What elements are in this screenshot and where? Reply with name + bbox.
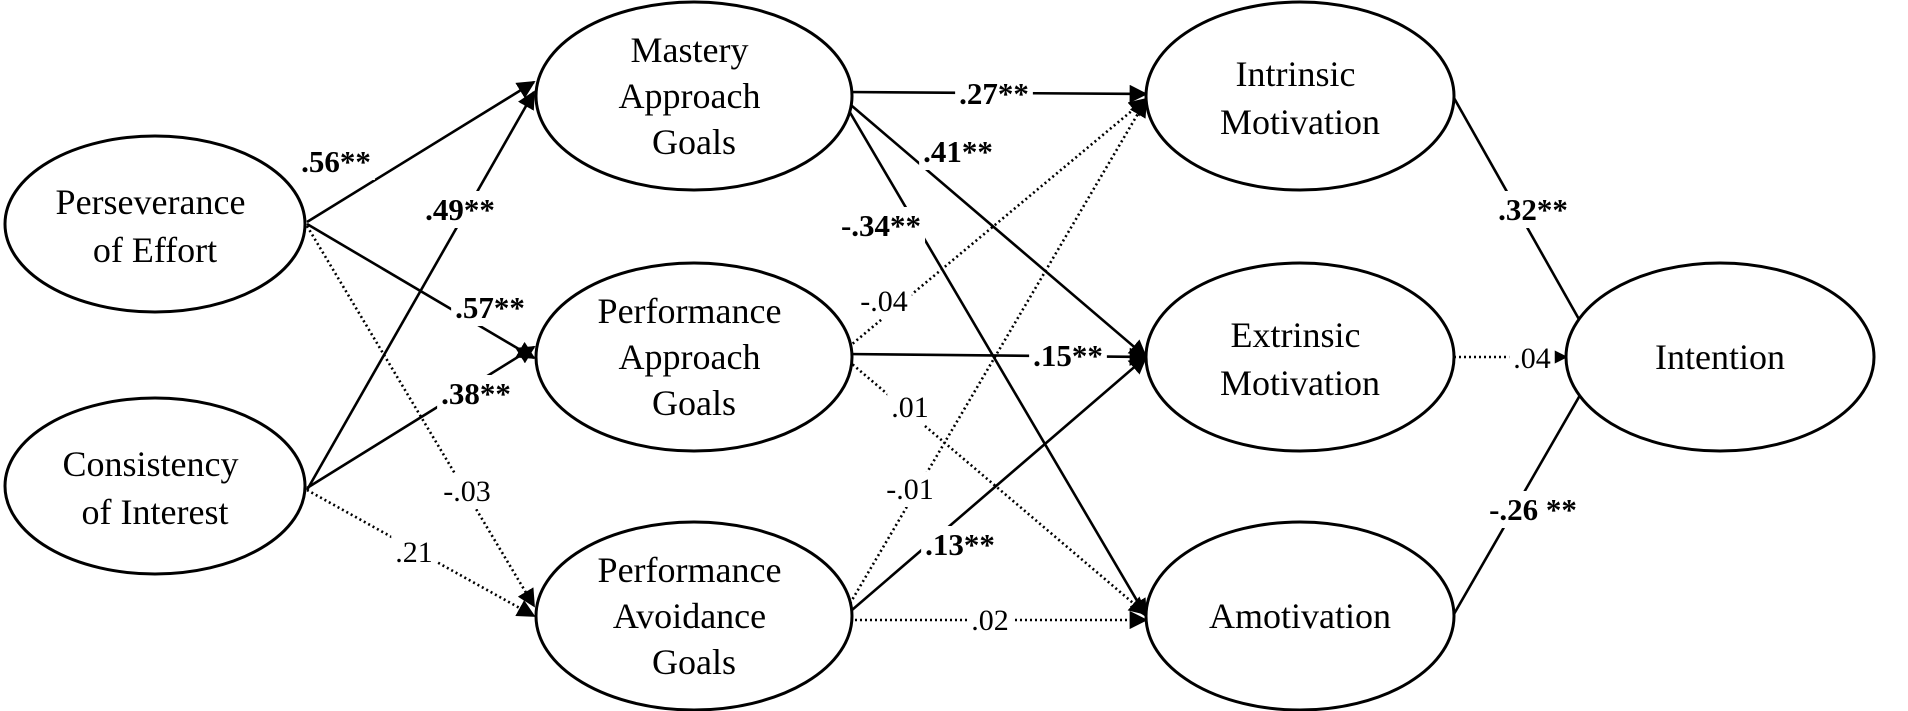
- node-intrinsic-motivation: Intrinsic Motivation: [1144, 0, 1456, 192]
- coef-background: [836, 207, 926, 244]
- coef-perseverance-to-performance-avoidance: -.03: [443, 475, 491, 508]
- node-consistency-line-1: Consistency: [63, 444, 239, 484]
- path-perseverance-to-mastery-approach: [306, 80, 536, 224]
- coef-consistency-to-performance-approach: .38**: [441, 376, 511, 411]
- path-perseverance-to-performance-approach: [306, 222, 536, 360]
- coef-extrinsic-to-intention: .04: [1513, 342, 1551, 375]
- coef-mastery-approach-to-extrinsic: .41**: [923, 134, 993, 169]
- coef-background: [1494, 191, 1572, 228]
- node-perseverance: Perseverance of Effort: [3, 134, 307, 314]
- node-mastery-approach: Mastery Approach Goals: [534, 0, 854, 192]
- coef-background: [297, 143, 375, 180]
- node-intrinsic-line-2: Motivation: [1220, 102, 1380, 142]
- svg-text:Performance Avoidance: Performance Avoidance Goals: [598, 550, 791, 682]
- coef-background: [882, 472, 938, 507]
- coef-performance-approach-to-intrinsic: -.04: [860, 285, 908, 318]
- coef-performance-avoidance-to-amotivation: .02: [971, 604, 1009, 637]
- node-performance-approach: Performance Approach Goals: [534, 261, 854, 453]
- coef-amotivation-to-intention: -.26 **: [1489, 492, 1577, 527]
- coef-consistency-to-mastery-approach: .49**: [425, 192, 495, 227]
- node-intention: Intention: [1564, 261, 1876, 453]
- node-extrinsic-line-2: Motivation: [1220, 363, 1380, 403]
- coef-background: [921, 526, 999, 563]
- coef-consistency-to-performance-avoidance: .21: [395, 536, 433, 569]
- coef-background: [391, 535, 437, 570]
- svg-text:Extrinsic Motivation: Extrinsic Motivation: [1220, 315, 1380, 403]
- path-mastery-approach-to-amotivation: [843, 103, 1148, 618]
- node-extrinsic-motivation: Extrinsic Motivation: [1144, 261, 1456, 453]
- node-performance-approach-line-1: Performance: [598, 291, 782, 331]
- coef-intrinsic-to-intention: .32**: [1498, 192, 1568, 227]
- node-mastery-approach-line-3: Goals: [652, 122, 736, 162]
- node-performance-avoidance-line-2: Avoidance: [613, 596, 766, 636]
- coef-perseverance-to-performance-approach: .57**: [455, 290, 525, 325]
- svg-text:Amotivation: Amotivation: [1209, 596, 1391, 636]
- coef-background: [887, 390, 933, 425]
- coef-background: [437, 375, 515, 412]
- node-intention-line-1: Intention: [1655, 337, 1785, 377]
- node-performance-avoidance-line-1: Performance: [598, 550, 782, 590]
- coef-performance-avoidance-to-extrinsic: .13**: [925, 527, 995, 562]
- svg-text:Intrinsic Motivation: Intrinsic Motivation: [1220, 54, 1380, 142]
- path-performance-avoidance-to-intrinsic: [843, 98, 1148, 613]
- node-consistency: Consistency of Interest: [3, 396, 307, 576]
- node-perseverance-line-2: of Effort: [93, 230, 217, 270]
- node-extrinsic-line-1: Extrinsic: [1231, 315, 1361, 355]
- coef-mastery-approach-to-amotivation: -.34**: [841, 208, 921, 243]
- node-performance-avoidance-line-3: Goals: [652, 642, 736, 682]
- coef-background: [451, 289, 529, 326]
- coef-background: [1485, 491, 1581, 528]
- coef-background: [421, 191, 499, 228]
- coef-background: [919, 133, 997, 170]
- svg-text:Intention: Intention: [1655, 337, 1785, 377]
- coef-mastery-approach-to-intrinsic: .27**: [959, 76, 1029, 111]
- coef-background: [439, 474, 495, 509]
- node-performance-avoidance: Performance Avoidance Goals: [534, 520, 854, 711]
- node-performance-approach-line-3: Goals: [652, 383, 736, 423]
- path-perseverance-to-performance-avoidance: [305, 225, 536, 608]
- coef-background: [856, 284, 912, 319]
- coef-background: [955, 75, 1033, 112]
- svg-text:Performance Approach: Performance Approach Goals: [598, 291, 791, 423]
- node-amotivation-line-1: Amotivation: [1209, 596, 1391, 636]
- node-mastery-approach-line-1: Mastery: [631, 30, 749, 70]
- node-consistency-line-2: of Interest: [82, 492, 229, 532]
- node-mastery-approach-line-2: Approach: [619, 76, 761, 116]
- svg-text:Consistency of Interest: Consistency of Interest: [63, 444, 248, 532]
- coef-perseverance-to-mastery-approach: .56**: [301, 144, 371, 179]
- path-mastery-approach-to-extrinsic: [844, 99, 1148, 359]
- svg-text:Perseverance of Effort: Perseverance of Effort: [56, 182, 255, 270]
- svg-text:Mastery Approach G: Mastery Approach Goals: [619, 30, 770, 162]
- coef-performance-avoidance-to-intrinsic: -.01: [886, 473, 934, 506]
- coefficients-layer: .56** .49** .57** .38** -.03 .21 .27** .41** -.3…: [297, 75, 1581, 638]
- node-amotivation: Amotivation: [1144, 520, 1456, 711]
- node-perseverance-line-1: Perseverance: [56, 182, 246, 222]
- path-consistency-to-performance-approach: [306, 345, 536, 490]
- path-intrinsic-to-intention: [1452, 97, 1604, 362]
- path-amotivation-to-intention: [1452, 355, 1604, 615]
- coef-performance-approach-to-amotivation: .01: [891, 391, 929, 424]
- path-performance-avoidance-to-extrinsic: [844, 355, 1148, 617]
- coef-background: [1029, 337, 1107, 374]
- path-consistency-to-performance-avoidance: [306, 488, 536, 618]
- coef-background: [967, 603, 1013, 638]
- node-intrinsic-line-1: Intrinsic: [1236, 54, 1356, 94]
- coef-background: [1509, 341, 1555, 376]
- node-performance-approach-line-2: Approach: [619, 337, 761, 377]
- coef-performance-approach-to-extrinsic: .15**: [1033, 338, 1103, 373]
